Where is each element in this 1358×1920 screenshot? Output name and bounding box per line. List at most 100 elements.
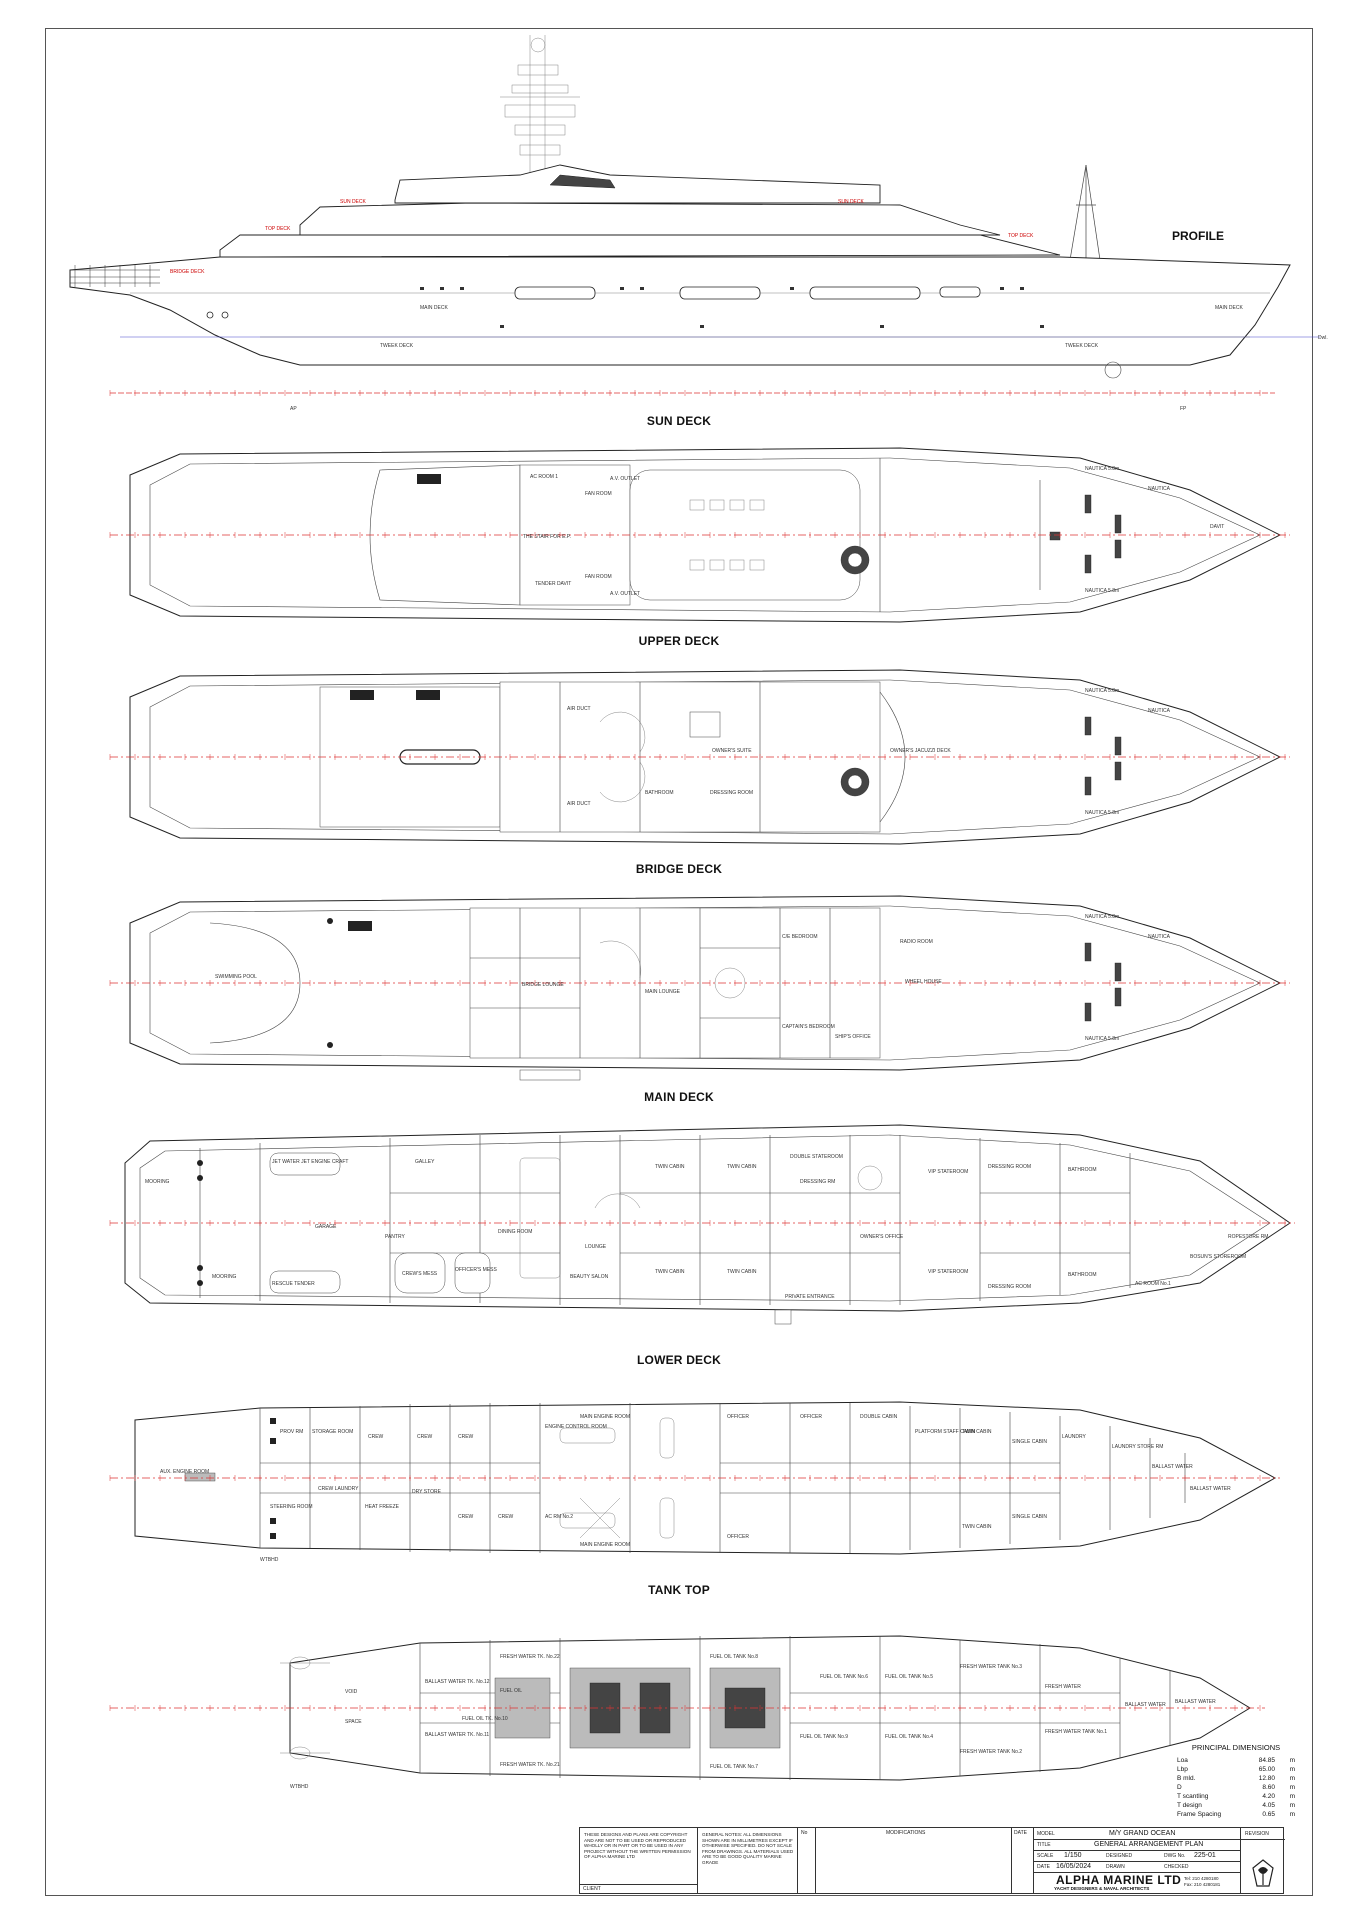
tank-ballast-1: BALLAST WATER TK. No.12 <box>425 1679 490 1685</box>
upper-nautica-3: NAUTICA 5.8m <box>1085 810 1119 816</box>
sun-av-outlet-2: A.V. OUTLET <box>610 591 640 597</box>
label-dwl: Dwl. <box>1318 335 1328 341</box>
sun-fan-room-2: FAN ROOM <box>585 574 612 580</box>
sun-fan-room-1: FAN ROOM <box>585 491 612 497</box>
tank-fuel-oil-8: FUEL OIL TANK No.9 <box>800 1734 848 1740</box>
upper-deck-title: UPPER DECK <box>638 634 720 648</box>
lower-crew-2: CREW <box>417 1434 433 1440</box>
tank-top-plan: FRESH WATER TK. No.22 FRESH WATER TK. No… <box>109 1635 1265 1790</box>
sun-tender: TENDER DAVIT <box>535 581 571 587</box>
lower-aux-engine: AUX. ENGINE ROOM <box>160 1469 209 1475</box>
tb-model-label: MODEL <box>1037 1831 1055 1837</box>
tank-fresh-water-6: FRESH WATER TANK No.1 <box>1045 1729 1107 1735</box>
main-double-stateroom: DOUBLE STATEROOM <box>790 1154 843 1160</box>
tank-fresh-water-2: FRESH WATER TK. No.21 <box>500 1762 560 1768</box>
main-bathroom-2: BATHROOM <box>1068 1272 1097 1278</box>
label-sun-deck-fwd: SUN DECK <box>838 199 865 205</box>
main-private-entrance: PRIVATE ENTRANCE <box>785 1294 835 1300</box>
tank-fresh-water-4: FRESH WATER TANK No.2 <box>960 1749 1022 1755</box>
label-tweek-deck: TWEEK DECK <box>380 343 414 349</box>
tb-drawn-label: DRAWN <box>1106 1864 1125 1870</box>
bridge-radio: RADIO ROOM <box>900 939 933 945</box>
main-bathroom-1: BATHROOM <box>1068 1167 1097 1173</box>
main-dressing-2: DRESSING ROOM <box>988 1164 1031 1170</box>
sun-nautica-1: NAUTICA 5.8m <box>1085 466 1119 472</box>
main-dining: DINING ROOM <box>498 1229 532 1235</box>
lower-wtbhd: WTBHD <box>260 1557 279 1563</box>
lower-double-cabin: DOUBLE CABIN <box>860 1414 898 1420</box>
tb-info-cell: MODEL M/Y GRAND OCEAN TITLE GENERAL ARRA… <box>1034 1828 1241 1893</box>
tb-copyright-cell: THESE DESIGNS AND PLANS ARE COPYRIGHT AN… <box>580 1828 698 1893</box>
sun-deck-plan: AC ROOM 1 A.V. OUTLET FAN ROOM THE STAIR… <box>109 447 1290 623</box>
label-top-deck-fwd: TOP DECK <box>1008 233 1034 239</box>
tb-copyright: THESE DESIGNS AND PLANS ARE COPYRIGHT AN… <box>584 1832 691 1860</box>
dimension-value: 4.05 <box>1262 1802 1275 1809</box>
bridge-nautica-1: NAUTICA 5.8m <box>1085 914 1119 920</box>
tb-date-value: 16/05/2024 <box>1056 1863 1092 1870</box>
lower-ac-room: AC RM No.2 <box>545 1514 573 1520</box>
main-twin-cabin-3: TWIN CABIN <box>655 1269 685 1275</box>
lower-platform-staff: PLATFORM STAFF CABIN <box>915 1429 976 1435</box>
sun-deck-title: SUN DECK <box>646 414 712 428</box>
sun-nautica-2: NAUTICA <box>1148 486 1171 492</box>
lower-crew-5: CREW <box>498 1514 514 1520</box>
profile-elevation: SUN DECK SUN DECK TOP DECK TOP DECK BRID… <box>69 35 1328 412</box>
bridge-main-lounge: MAIN LOUNGE <box>645 989 681 995</box>
dimension-unit: m <box>1289 1802 1295 1809</box>
dimension-unit: m <box>1289 1766 1295 1773</box>
label-bridge-deck: BRIDGE DECK <box>170 269 205 275</box>
lower-officer-3: OFFICER <box>727 1534 749 1540</box>
main-beauty: BEAUTY SALON <box>570 1274 609 1280</box>
bow-thruster <box>1104 361 1122 379</box>
upper-nautica-2: NAUTICA <box>1148 708 1171 714</box>
tb-no-cell: No <box>798 1828 816 1893</box>
bridge-nautica-2: NAUTICA <box>1148 934 1171 940</box>
tb-tel: Tel: 210 4280180 <box>1184 1876 1219 1881</box>
tb-checked-label: CHECKED <box>1164 1864 1189 1870</box>
tank-fresh-water-3: FRESH WATER TANK No.3 <box>960 1664 1022 1670</box>
tank-void: VOID <box>345 1689 358 1695</box>
drawing-sheet-border <box>45 28 1313 1896</box>
tank-ballast-3: BALLAST WATER <box>1125 1702 1166 1708</box>
upper-jacuzzi: OWNER'S JACUZZI DECK <box>890 748 951 754</box>
tb-revision-label: REVISION <box>1245 1831 1269 1837</box>
sun-davit: DAVIT <box>1210 524 1224 530</box>
main-owners-office: OWNER'S OFFICE <box>860 1234 904 1240</box>
label-ap: AP <box>290 406 297 412</box>
tb-no-label: No <box>801 1830 808 1836</box>
lower-crew-4: CREW <box>458 1514 474 1520</box>
dimension-label: Lbp <box>1177 1766 1188 1773</box>
tb-fax: Fax: 210 4280181 <box>1184 1882 1221 1887</box>
lower-deck-plan: AUX. ENGINE ROOM PROV RM STORAGE ROOM CR… <box>109 1401 1280 1563</box>
label-tweek-deck-fwd: TWEEK DECK <box>1065 343 1099 349</box>
lower-crew-3: CREW <box>458 1434 474 1440</box>
main-mooring-2: MOORING <box>212 1274 237 1280</box>
tb-date-label-2: DATE <box>1037 1864 1050 1870</box>
lower-twin-cabin-2: TWIN CABIN <box>962 1524 992 1530</box>
label-sun-deck: SUN DECK <box>340 199 367 205</box>
upper-bathroom: BATHROOM <box>645 790 674 796</box>
sun-ac-room: AC ROOM 1 <box>530 474 558 480</box>
tank-space: SPACE <box>345 1719 362 1725</box>
dimension-unit: m <box>1289 1793 1295 1800</box>
tb-title-label: TITLE <box>1037 1842 1051 1848</box>
tb-company-name: ALPHA MARINE LTD <box>1056 1873 1182 1887</box>
superstructure <box>219 164 1061 258</box>
dimension-label: Loa <box>1177 1757 1188 1764</box>
dimension-value: 8.60 <box>1262 1784 1275 1791</box>
tb-modifications-label: MODIFICATIONS <box>886 1830 926 1836</box>
bridge-lounge: BRIDGE LOUNGE <box>522 982 564 988</box>
bridge-ships-office: SHIP'S OFFICE <box>835 1034 871 1040</box>
company-logo-icon <box>1252 1859 1274 1887</box>
principal-dimensions-title: PRINCIPAL DIMENSIONS <box>1191 1743 1281 1752</box>
lower-ballast-2: BALLAST WATER <box>1190 1486 1231 1492</box>
tb-scale-label: SCALE <box>1037 1853 1054 1859</box>
dimension-value: 4.20 <box>1262 1793 1275 1800</box>
dimension-label: D <box>1177 1784 1182 1791</box>
label-main-deck-fwd: MAIN DECK <box>1215 305 1243 311</box>
tank-fuel-oil-1: FUEL OIL <box>500 1688 522 1694</box>
main-twin-cabin-1: TWIN CABIN <box>655 1164 685 1170</box>
